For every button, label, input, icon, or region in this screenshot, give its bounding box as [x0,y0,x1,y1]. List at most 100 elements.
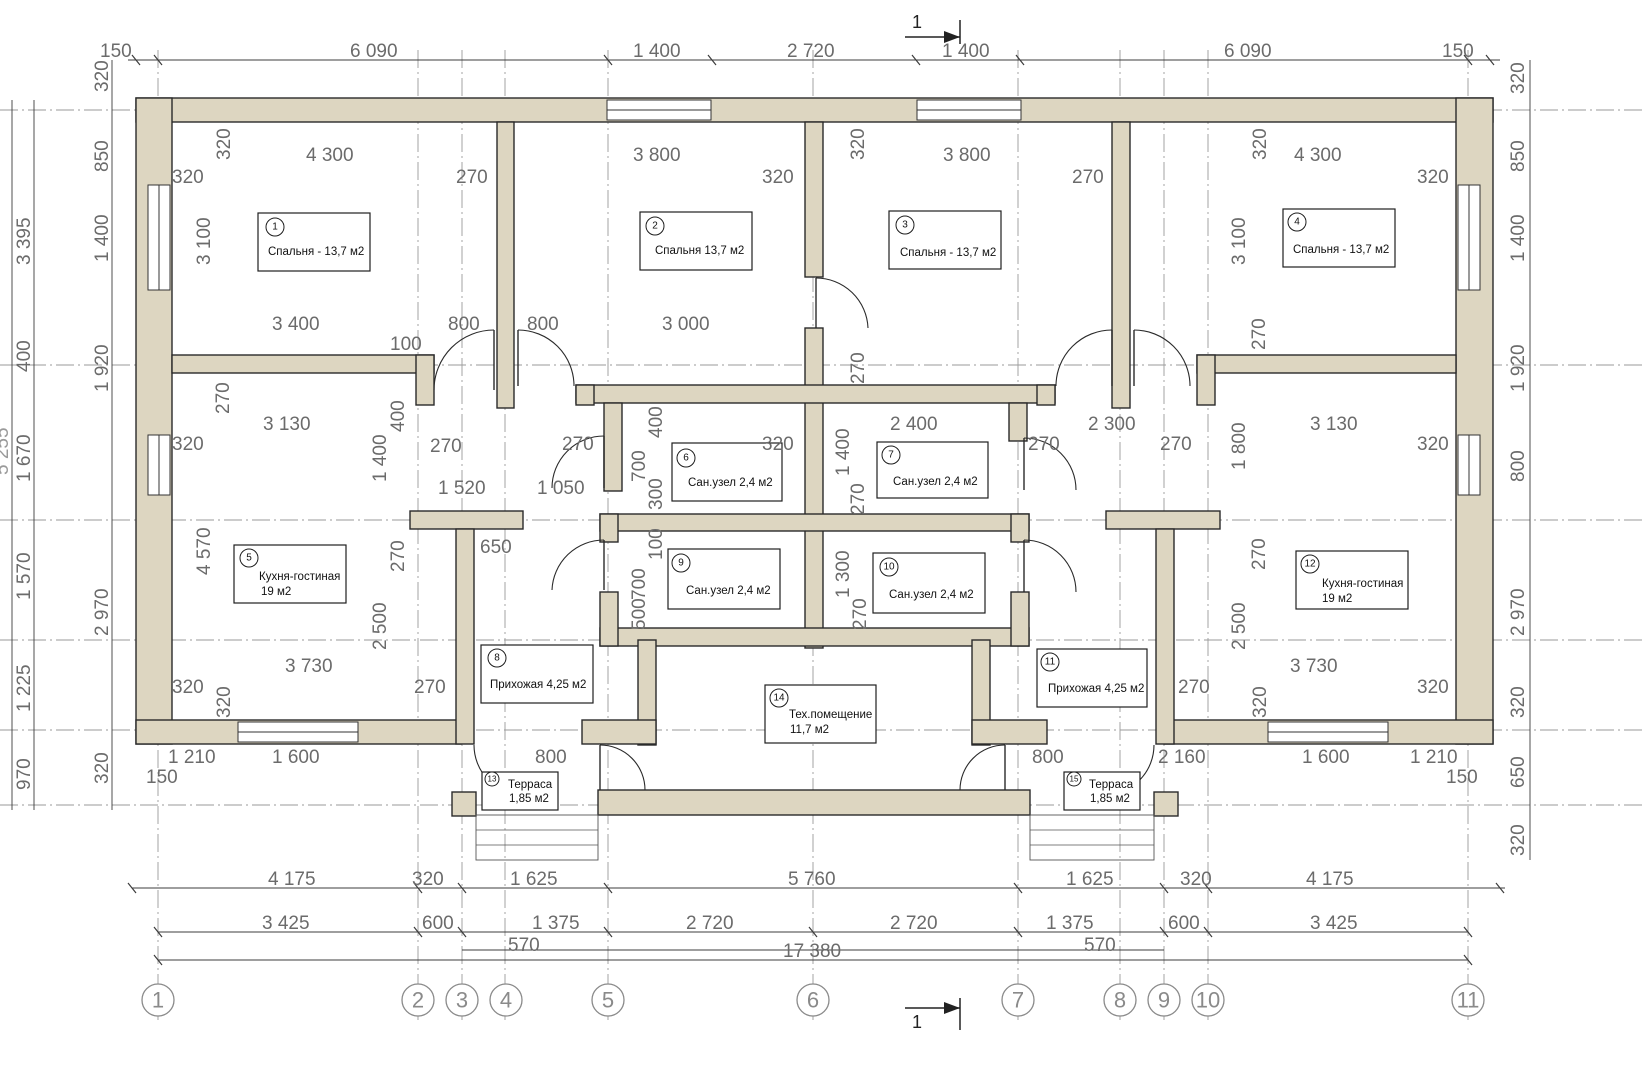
dim-b1-1625-left: 1 625 [510,869,558,890]
axis-bubble-1: 1 [141,983,175,1017]
room-label-9: 9 Сан.узел 2,4 м2 [667,548,781,610]
vdim-right-320-bottom: 320 [1508,824,1529,856]
axis-bubble-8: 8 [1103,983,1137,1017]
vdim-left-1570: 1 570 [14,552,35,600]
vdim-t270-c: 270 [213,382,234,414]
axis-bubble-9: 9 [1147,983,1181,1017]
room-label-5: 5 Кухня-гостиная 19 м2 [233,544,347,604]
dim-top-150-right: 150 [1442,41,1474,62]
axis-bubble-2: 2 [401,983,435,1017]
dim-t320-a: 320 [172,167,204,188]
dim-b2-1375-left: 1 375 [532,913,580,934]
dim-t320-f: 320 [1417,434,1449,455]
dim-bot-1210-left: 1 210 [168,747,216,768]
section-mark-label-bottom: 1 [912,1012,922,1032]
vdim-left-3395: 3 395 [14,217,35,265]
dim-top-150-left: 150 [100,41,132,62]
axis-bubbles: 1 2 3 4 5 6 7 8 9 10 11 [141,983,1485,1017]
axis-bubble-4: 4 [489,983,523,1017]
vdim-kitchen-height: 4 570 [194,527,215,575]
room-name-7: Сан.узел 2,4 м2 [893,476,978,488]
room-area-13: 1,85 м2 [509,793,549,805]
vdim-right-320-top: 320 [1508,62,1529,94]
axis-bubble-11: 11 [1451,983,1485,1017]
dim-kitchen-bottom-right: 3 730 [1290,656,1338,677]
room-label-4: 4 Спальня - 13,7 м2 [1282,208,1396,268]
vdim-bath-1800: 1 800 [1229,422,1250,470]
room-label-13: 13 Терраса 1,85 м2 [481,771,559,811]
vdim-right-650: 650 [1508,756,1529,788]
room-number-15: 15 [1070,775,1079,784]
dim-hall-1050: 1 050 [537,478,585,499]
axis-bubble-3: 3 [445,983,479,1017]
room-name-13: Терраса [508,779,553,791]
axis-bubble-10: 10 [1191,983,1225,1017]
dim-t270-e: 270 [1028,434,1060,455]
svg-text:3: 3 [456,988,468,1013]
vdim-right-800: 800 [1508,450,1529,482]
room-number-11: 11 [1045,657,1056,668]
vdim-left-850: 850 [92,140,113,172]
room-number-2: 2 [652,221,658,232]
dim-kitchen-width-right: 3 130 [1310,414,1358,435]
dim-b2-3425-right: 3 425 [1310,913,1358,934]
vdim-t270-e: 270 [388,540,409,572]
svg-text:9: 9 [1158,988,1170,1013]
svg-text:11: 11 [1457,988,1480,1013]
axis-bubble-5: 5 [591,983,625,1017]
dim-t270-d: 270 [562,434,594,455]
dim-bot-800-right: 800 [1032,747,1064,768]
room-number-7: 7 [888,450,894,461]
dim-room4-width: 4 300 [1294,145,1342,166]
dim-room1-width: 4 300 [306,145,354,166]
vdim-left-400: 400 [14,340,35,372]
axis-bubble-6: 6 [796,983,830,1017]
inner-dimensions: 4 300 3 800 3 800 4 300 320 270 320 270 … [146,145,1478,788]
room-label-15: 15 Терраса 1,85 м2 [1063,771,1141,811]
dim-b2-1375-right: 1 375 [1046,913,1094,934]
dim-kitchen-bottom-left: 3 730 [285,656,333,677]
top-dimensions: 150 6 090 1 400 2 720 1 400 6 090 150 [100,41,1474,62]
dim-t270-b: 270 [1072,167,1104,188]
vdim-left-1400: 1 400 [92,214,113,262]
dim-b1-320-left: 320 [412,869,444,890]
vertical-dimensions: 320 3 100 320 320 3 100 270 270 270 400 … [194,128,1271,718]
vdim-t270-a: 270 [848,352,869,384]
dim-room3-width: 3 800 [943,145,991,166]
dim-b3-570-right: 570 [1084,935,1116,956]
vdim-bath-300: 300 [646,478,667,510]
dim-room2-width: 3 800 [633,145,681,166]
dim-b1-5760: 5 760 [788,869,836,890]
dim-t320-g: 320 [172,677,204,698]
room-number-4: 4 [1294,217,1300,228]
left-dimensions: 320 850 1 400 3 395 400 1 920 1 670 1 57… [0,60,113,790]
dim-t270-a: 270 [456,167,488,188]
room-number-10: 10 [883,562,895,573]
dim-b2-600-left: 600 [422,913,454,934]
dim-bot-2160: 2 160 [1158,747,1206,768]
dim-t100: 100 [390,334,422,355]
svg-text:4: 4 [500,988,512,1013]
dim-t320-b: 320 [762,167,794,188]
svg-text:6: 6 [807,988,819,1013]
dim-b3-570-left: 570 [508,935,540,956]
vdim-left-320-bottom: 320 [92,752,113,784]
vdim-t320-e: 320 [1250,686,1271,718]
vdim-t100: 100 [646,528,667,560]
dim-t270-h: 270 [1178,677,1210,698]
vdim-t270-g: 270 [1249,538,1270,570]
room-area-15: 1,85 м2 [1090,793,1130,805]
room-name-11: Прихожая 4,25 м2 [1048,683,1144,695]
room-number-12: 12 [1304,559,1316,570]
dim-t320-c: 320 [1417,167,1449,188]
room-label-12: 12 Кухня-гостиная 19 м2 [1295,550,1409,610]
right-dimensions: 320 850 1 400 1 920 800 2 970 320 650 32… [1508,62,1529,856]
dim-t320-h: 320 [1417,677,1449,698]
room-area-14: 11,7 м2 [790,724,829,736]
section-mark-label-top: 1 [912,12,922,32]
vdim-k-1400: 1 400 [370,434,391,482]
vdim-left-2970: 2 970 [92,588,113,636]
vdim-right-1400: 1 400 [1508,214,1529,262]
vdim-right-850: 850 [1508,140,1529,172]
